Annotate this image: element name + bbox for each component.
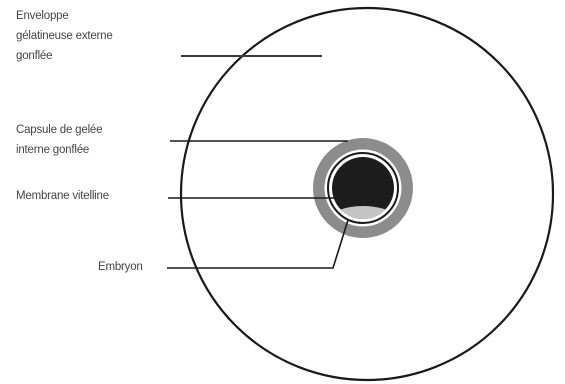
label-inner-jelly-capsule-line-2: interne gonflée <box>16 140 102 160</box>
label-outer-jelly-envelope-line-3: gonflée <box>16 46 113 66</box>
label-vitelline-membrane: Membrane vitelline <box>16 186 109 206</box>
label-outer-jelly-envelope: Enveloppe gélatineuse externe gonflée <box>16 6 113 66</box>
label-embryo-line-1: Embryon <box>98 257 143 277</box>
label-outer-jelly-envelope-line-2: gélatineuse externe <box>16 26 113 46</box>
label-embryo: Embryon <box>98 257 143 277</box>
label-outer-jelly-envelope-line-1: Enveloppe <box>16 6 113 26</box>
label-vitelline-membrane-line-1: Membrane vitelline <box>16 186 109 206</box>
label-inner-jelly-capsule: Capsule de gelée interne gonflée <box>16 120 102 160</box>
label-inner-jelly-capsule-line-1: Capsule de gelée <box>16 120 102 140</box>
